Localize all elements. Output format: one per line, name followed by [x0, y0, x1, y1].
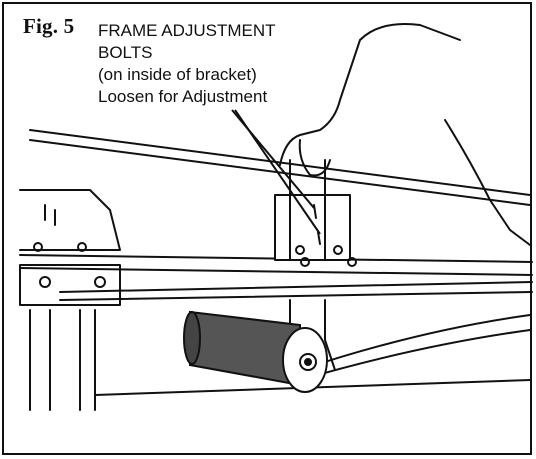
left-housing [19, 189, 121, 251]
callout-text: FRAME ADJUSTMENT BOLTS (on inside of bra… [96, 20, 330, 108]
callout-line-instruction: Loosen for Adjustment [98, 87, 268, 106]
figure-label: Fig. 5 [20, 14, 78, 39]
adjustment-bolt-2 [317, 231, 321, 245]
left-leg [19, 264, 121, 306]
callout-line-bolts: BOLTS [98, 43, 153, 62]
callout-line-location: (on inside of bracket) [98, 65, 257, 84]
callout-line-title: FRAME ADJUSTMENT [98, 21, 276, 40]
hand [279, 23, 461, 166]
roller [183, 310, 328, 393]
leader-line-2 [234, 109, 321, 235]
